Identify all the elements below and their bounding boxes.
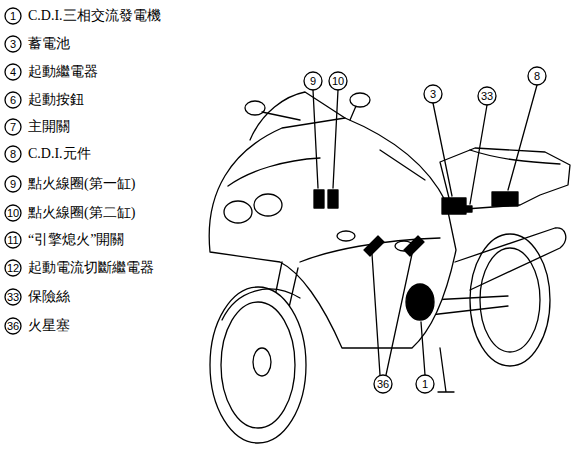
callout-number: 33 — [7, 291, 19, 303]
part-name: 保險絲 — [28, 289, 70, 305]
callout-number: 36 — [7, 320, 19, 332]
callout-number: 11 — [7, 234, 18, 246]
callout-number: 3 — [10, 38, 16, 50]
part-name: C.D.I.三相交流發電機 — [28, 8, 161, 24]
part-name: 點火線圈(第二缸) — [28, 205, 135, 221]
callout-number: 12 — [7, 262, 19, 274]
callout-number: 10 — [7, 207, 19, 219]
callout-number: 8 — [534, 70, 540, 82]
callout-number: 8 — [10, 148, 16, 160]
callout-number: 33 — [481, 90, 493, 102]
callout-number: 1 — [10, 10, 16, 22]
part-name: 起動按鈕 — [28, 92, 84, 108]
part-name: “引擎熄火”開關 — [28, 232, 124, 248]
part-name: 火星塞 — [28, 318, 70, 334]
callout-number: 4 — [10, 66, 16, 78]
part-name: 起動電流切斷繼電器 — [28, 260, 154, 276]
callout-number: 9 — [10, 178, 16, 190]
callout-number: 9 — [310, 75, 316, 87]
callout-number: 6 — [10, 94, 16, 106]
part-name: 起動繼電器 — [28, 64, 98, 80]
callout-number: 7 — [10, 121, 16, 133]
callout-number: 10 — [332, 75, 344, 87]
part-name: 點火線圈(第一缸) — [28, 176, 135, 192]
callout-number: 3 — [430, 88, 436, 100]
part-name: 蓄電池 — [28, 36, 70, 52]
callout-number: 36 — [377, 378, 389, 390]
callout-number: 1 — [422, 378, 428, 390]
part-name: 主開關 — [28, 119, 70, 135]
part-name: C.D.I.元件 — [28, 146, 91, 162]
